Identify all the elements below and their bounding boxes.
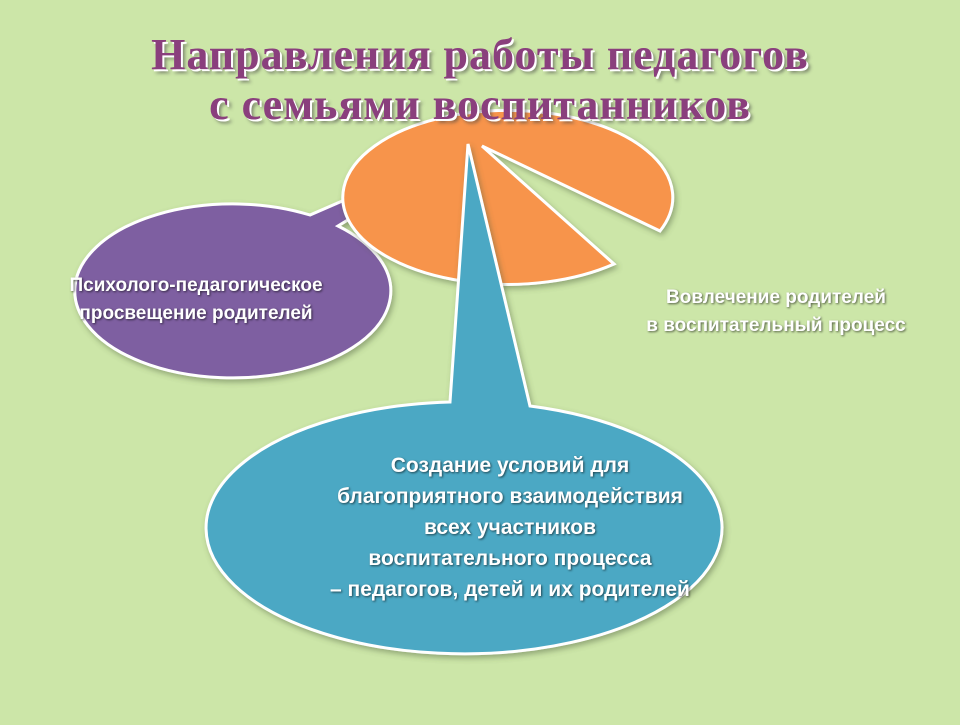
callout-center-line: благоприятного взаимодействия (337, 485, 683, 508)
callout-center-line: – педагогов, детей и их родителей (330, 578, 690, 601)
callout-center-shape (204, 143, 724, 656)
callout-right-shape (341, 108, 675, 286)
slide-title: Направления работы педагогов с семьями в… (0, 30, 960, 130)
callout-center-line: воспитательного процесса (368, 547, 652, 570)
callout-left-text: Психолого-педагогическое просвещение род… (36, 272, 356, 328)
callout-right-line: Вовлечение родителей (666, 287, 886, 308)
callout-right-line: в воспитательный процесс (646, 315, 906, 336)
title-line-2: с семьями воспитанников (209, 80, 751, 129)
title-line-1: Направления работы педагогов (151, 30, 809, 79)
callout-left-line: Психолого-педагогическое (69, 275, 323, 296)
callout-center-text: Создание условий для благоприятного взаи… (255, 450, 765, 605)
callout-left-line: просвещение родителей (79, 303, 313, 324)
callout-right-text: Вовлечение родителей в воспитательный пр… (608, 284, 944, 340)
callout-center-line: Создание условий для (390, 454, 630, 477)
callout-center-line: всех участников (423, 516, 597, 539)
